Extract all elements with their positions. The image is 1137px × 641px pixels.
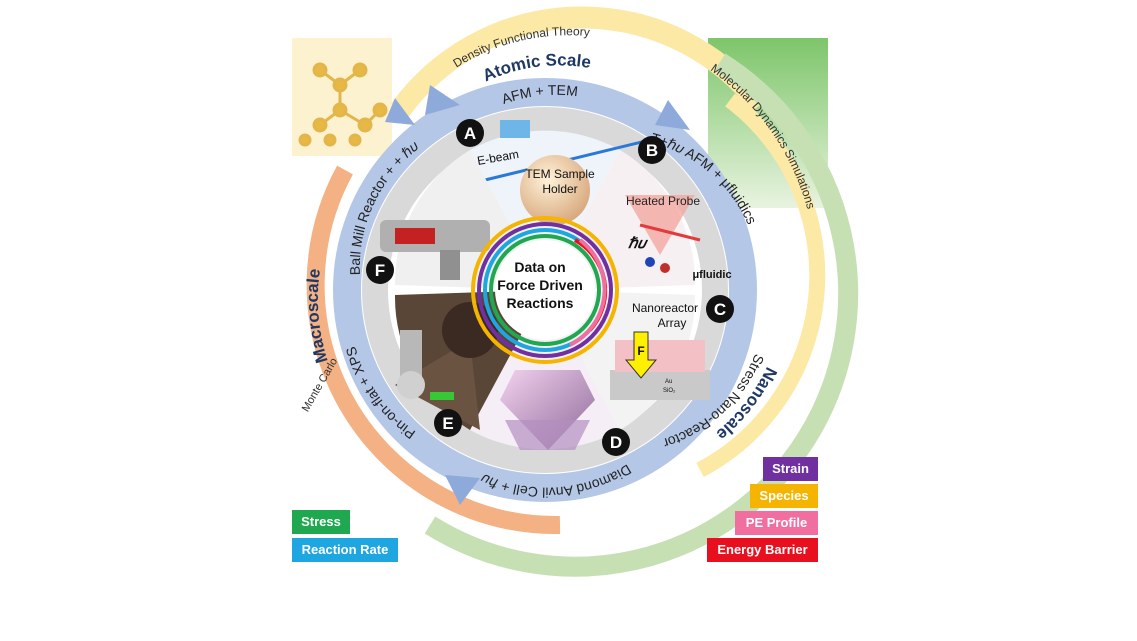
hv-label: ℏ𝜐: [628, 235, 649, 252]
panel-badge-e: E: [434, 409, 462, 437]
dft-arc: [391, 6, 769, 117]
force-label: F: [637, 344, 644, 358]
svg-text:F: F: [375, 261, 385, 280]
panel-badge-f: F: [366, 256, 394, 284]
macroscale-label: Macroscale: [303, 267, 332, 365]
md-arc: [424, 53, 859, 577]
panel-badge-b: B: [638, 136, 666, 164]
panel-d-image: [470, 290, 620, 450]
center-disc: [495, 240, 595, 340]
legend-pe-profile: PE Profile: [735, 511, 818, 535]
sio2-label: SiO₂: [663, 388, 676, 394]
panel-a-image: [470, 120, 651, 290]
mufluidic-label: μfluidic: [692, 269, 731, 281]
mc-arc: [306, 165, 561, 535]
dft-arc-inner: [696, 93, 826, 478]
nanoreactor-label-2: Array: [658, 316, 687, 330]
svg-text:C: C: [714, 300, 726, 319]
svg-text:B: B: [646, 141, 658, 160]
scale-arrow-2: [655, 100, 690, 130]
panel-c-image: [545, 290, 710, 430]
panel-badge-a: A: [456, 119, 484, 147]
tem-holder-label-1: TEM Sample: [525, 167, 595, 181]
center-line-3: Reactions: [507, 295, 574, 311]
center-line-2: Force Driven: [497, 277, 583, 293]
legend-reaction-rate: Reaction Rate: [292, 538, 398, 562]
legend-species: Species: [750, 484, 818, 508]
nanoreactor-label-1: Nanoreactor: [632, 301, 698, 315]
panel-b-image: [545, 150, 701, 290]
panel-badge-d: D: [602, 428, 630, 456]
center-rings: [471, 216, 619, 364]
svg-text:A: A: [464, 124, 476, 143]
panel-badge-c: C: [706, 295, 734, 323]
panel-f-image: [380, 150, 545, 290]
tem-holder-label-2: Holder: [542, 182, 577, 196]
heated-probe-label: Heated Probe: [626, 194, 700, 208]
center-line-1: Data on: [514, 259, 565, 275]
svg-text:E: E: [442, 414, 453, 433]
legend-strain: Strain: [763, 457, 818, 481]
molecule-structure: [298, 62, 388, 147]
svg-text:D: D: [610, 433, 622, 452]
scale-ring: [333, 78, 757, 502]
scale-arrow-1: [425, 85, 460, 115]
au-label: Au: [665, 379, 672, 385]
legend-stress: Stress: [292, 510, 350, 534]
scale-arrow-4: [385, 98, 415, 125]
panel-e-image: [394, 290, 545, 430]
legend-energy-barrier: Energy Barrier: [707, 538, 818, 562]
scale-arrow-3: [445, 475, 480, 505]
